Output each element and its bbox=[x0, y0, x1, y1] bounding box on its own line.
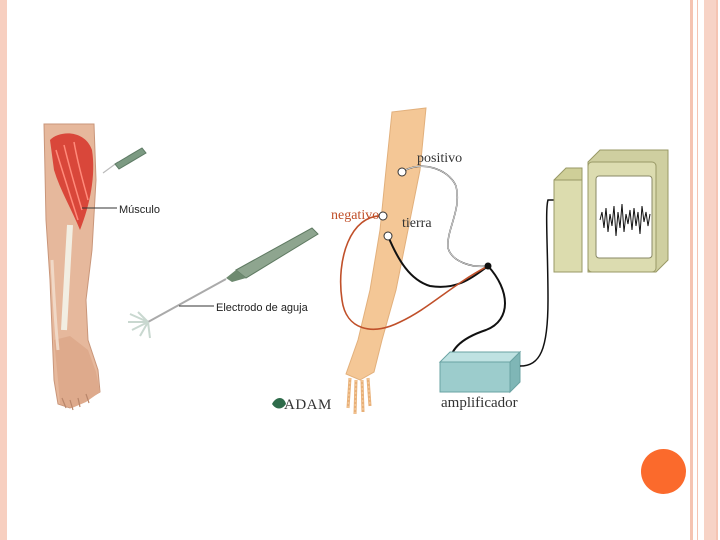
right-border-line bbox=[697, 0, 698, 540]
adam-logo: ADAM bbox=[272, 397, 332, 413]
amplifier-box bbox=[438, 350, 522, 394]
arm-shape bbox=[345, 107, 427, 415]
needle-electrode bbox=[128, 227, 319, 339]
monitor-cable bbox=[519, 199, 554, 367]
logo-leaf-icon bbox=[272, 398, 286, 409]
negative-electrode-icon bbox=[378, 211, 388, 221]
logo-text: ADAM bbox=[284, 397, 332, 413]
negative-wire bbox=[339, 215, 489, 330]
negative-label: negativo bbox=[331, 208, 379, 223]
monitor bbox=[587, 149, 669, 273]
ground-label: tierra bbox=[402, 216, 432, 231]
accent-dot bbox=[641, 449, 686, 494]
muscle-shape bbox=[50, 133, 94, 230]
leg-anatomy bbox=[43, 123, 101, 411]
left-border bbox=[0, 0, 7, 540]
positive-electrode-icon bbox=[397, 167, 407, 177]
right-border-line bbox=[690, 0, 693, 540]
ground-wire bbox=[387, 235, 489, 288]
electrode-label: Electrodo de aguja bbox=[216, 302, 309, 314]
ground-electrode-icon bbox=[383, 231, 393, 241]
emg-signal-trace bbox=[599, 203, 651, 237]
right-border-line bbox=[716, 0, 718, 540]
monitor-screen bbox=[595, 175, 653, 259]
muscle-label: Músculo bbox=[119, 204, 160, 216]
positive-label: positivo bbox=[417, 151, 462, 166]
computer-tower bbox=[553, 167, 583, 273]
amplifier-label: amplificador bbox=[441, 395, 518, 411]
tendon-shape bbox=[61, 224, 73, 331]
small-needle bbox=[102, 147, 147, 174]
right-border-band bbox=[704, 0, 716, 540]
